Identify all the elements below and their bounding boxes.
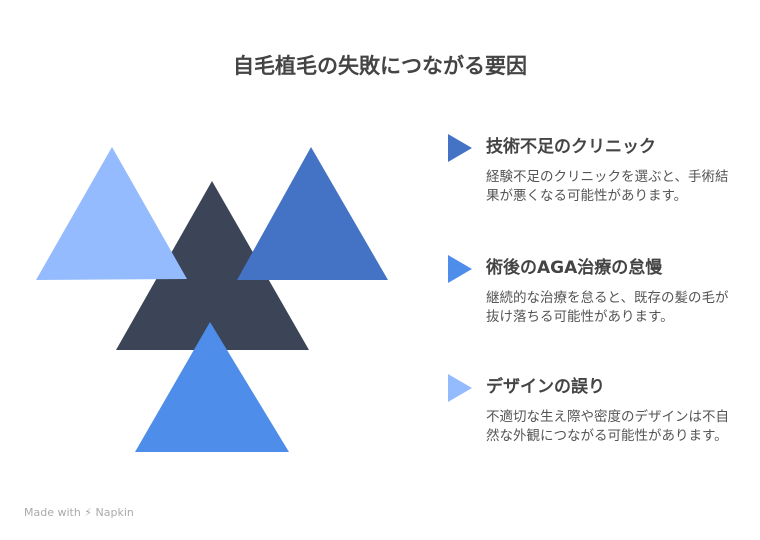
unskilled-clinic-triangle bbox=[237, 147, 388, 280]
factor-description: 経験不足のクリニックを選ぶと、手術結果が悪くなる可能性があります。 bbox=[486, 169, 729, 204]
factor-heading: 術後のAGA治療の怠慢 bbox=[486, 258, 663, 278]
arrow-icon bbox=[448, 134, 472, 162]
page-title: 自毛植毛の失敗につながる要因 bbox=[233, 54, 527, 78]
aga-neglect-triangle bbox=[135, 322, 289, 452]
factor-description: 継続的な治療を怠ると、既存の髪の毛が抜け落ちる可能性があります。 bbox=[486, 290, 729, 325]
factor-heading: 技術不足のクリニック bbox=[486, 137, 656, 157]
center-triangle bbox=[116, 181, 309, 350]
arrow-icon bbox=[448, 255, 472, 283]
design-error-triangle bbox=[36, 147, 187, 280]
factor-description: 不適切な生え際や密度のデザインは不自然な外観につながる可能性があります。 bbox=[486, 409, 729, 444]
factor-heading: デザインの誤り bbox=[486, 377, 605, 397]
triangle-diagram bbox=[36, 147, 388, 452]
arrow-icon bbox=[448, 374, 472, 402]
napkin-watermark: Made with ⚡ Napkin bbox=[24, 506, 134, 519]
